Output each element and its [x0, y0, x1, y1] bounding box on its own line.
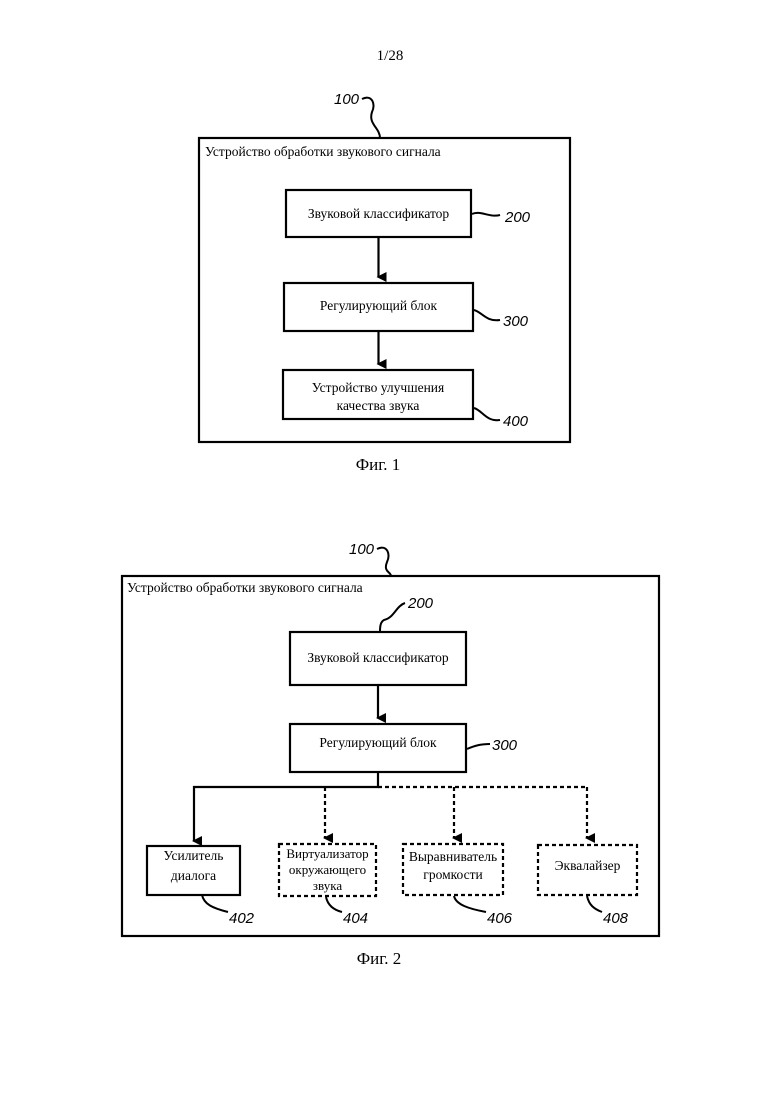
fig1-classifier-label: Звуковой классификатор: [308, 206, 450, 221]
fig2-virtualizer-label-3: звука: [313, 878, 342, 893]
fig2-device-label: Устройство обработки звукового сигнала: [127, 580, 363, 595]
fig2-ref-404: 404: [343, 910, 368, 927]
fig2-virtualizer-label-1: Виртуализатор: [286, 846, 368, 861]
figure-2: 100 Устройство обработки звукового сигна…: [122, 541, 659, 968]
fig2-ref-200: 200: [407, 595, 434, 612]
fig1-ref-300: 300: [503, 313, 529, 330]
fig2-ref-300: 300: [492, 737, 518, 754]
fig2-dialog-label-1: Усилитель: [164, 848, 224, 863]
fig1-device-label: Устройство обработки звукового сигнала: [205, 144, 441, 159]
page-number: 1/28: [377, 48, 404, 64]
fig1-caption: Фиг. 1: [356, 455, 401, 474]
fig2-caption: Фиг. 2: [357, 949, 402, 968]
fig1-enhancer-label-2: качества звука: [337, 398, 420, 413]
fig1-ref-200: 200: [504, 209, 531, 226]
fig2-leader-100: [377, 548, 391, 576]
fig2-dialog-label-2: диалога: [171, 868, 216, 883]
fig2-virtualizer-label-2: окружающего: [289, 862, 366, 877]
fig2-ref-408: 408: [603, 910, 629, 927]
fig1-ref-400: 400: [503, 413, 529, 430]
fig2-equalizer-label: Эквалайзер: [555, 858, 621, 873]
fig2-ref-100: 100: [349, 541, 375, 558]
fig2-classifier-label: Звуковой классификатор: [307, 650, 449, 665]
fig2-ref-402: 402: [229, 910, 255, 927]
fig1-ref-100: 100: [334, 91, 360, 108]
fig2-leveler-label-1: Выравниватель: [409, 849, 497, 864]
fig2-leveler-label-2: громкости: [423, 867, 482, 882]
fig1-leader-100: [362, 98, 380, 138]
fig1-adjust-label: Регулирующий блок: [320, 298, 438, 313]
fig1-enhancer-label-1: Устройство улучшения: [312, 380, 445, 395]
figure-1: 100 Устройство обработки звукового сигна…: [199, 91, 570, 474]
fig2-adjust-label: Регулирующий блок: [319, 735, 437, 750]
fig2-ref-406: 406: [487, 910, 513, 927]
